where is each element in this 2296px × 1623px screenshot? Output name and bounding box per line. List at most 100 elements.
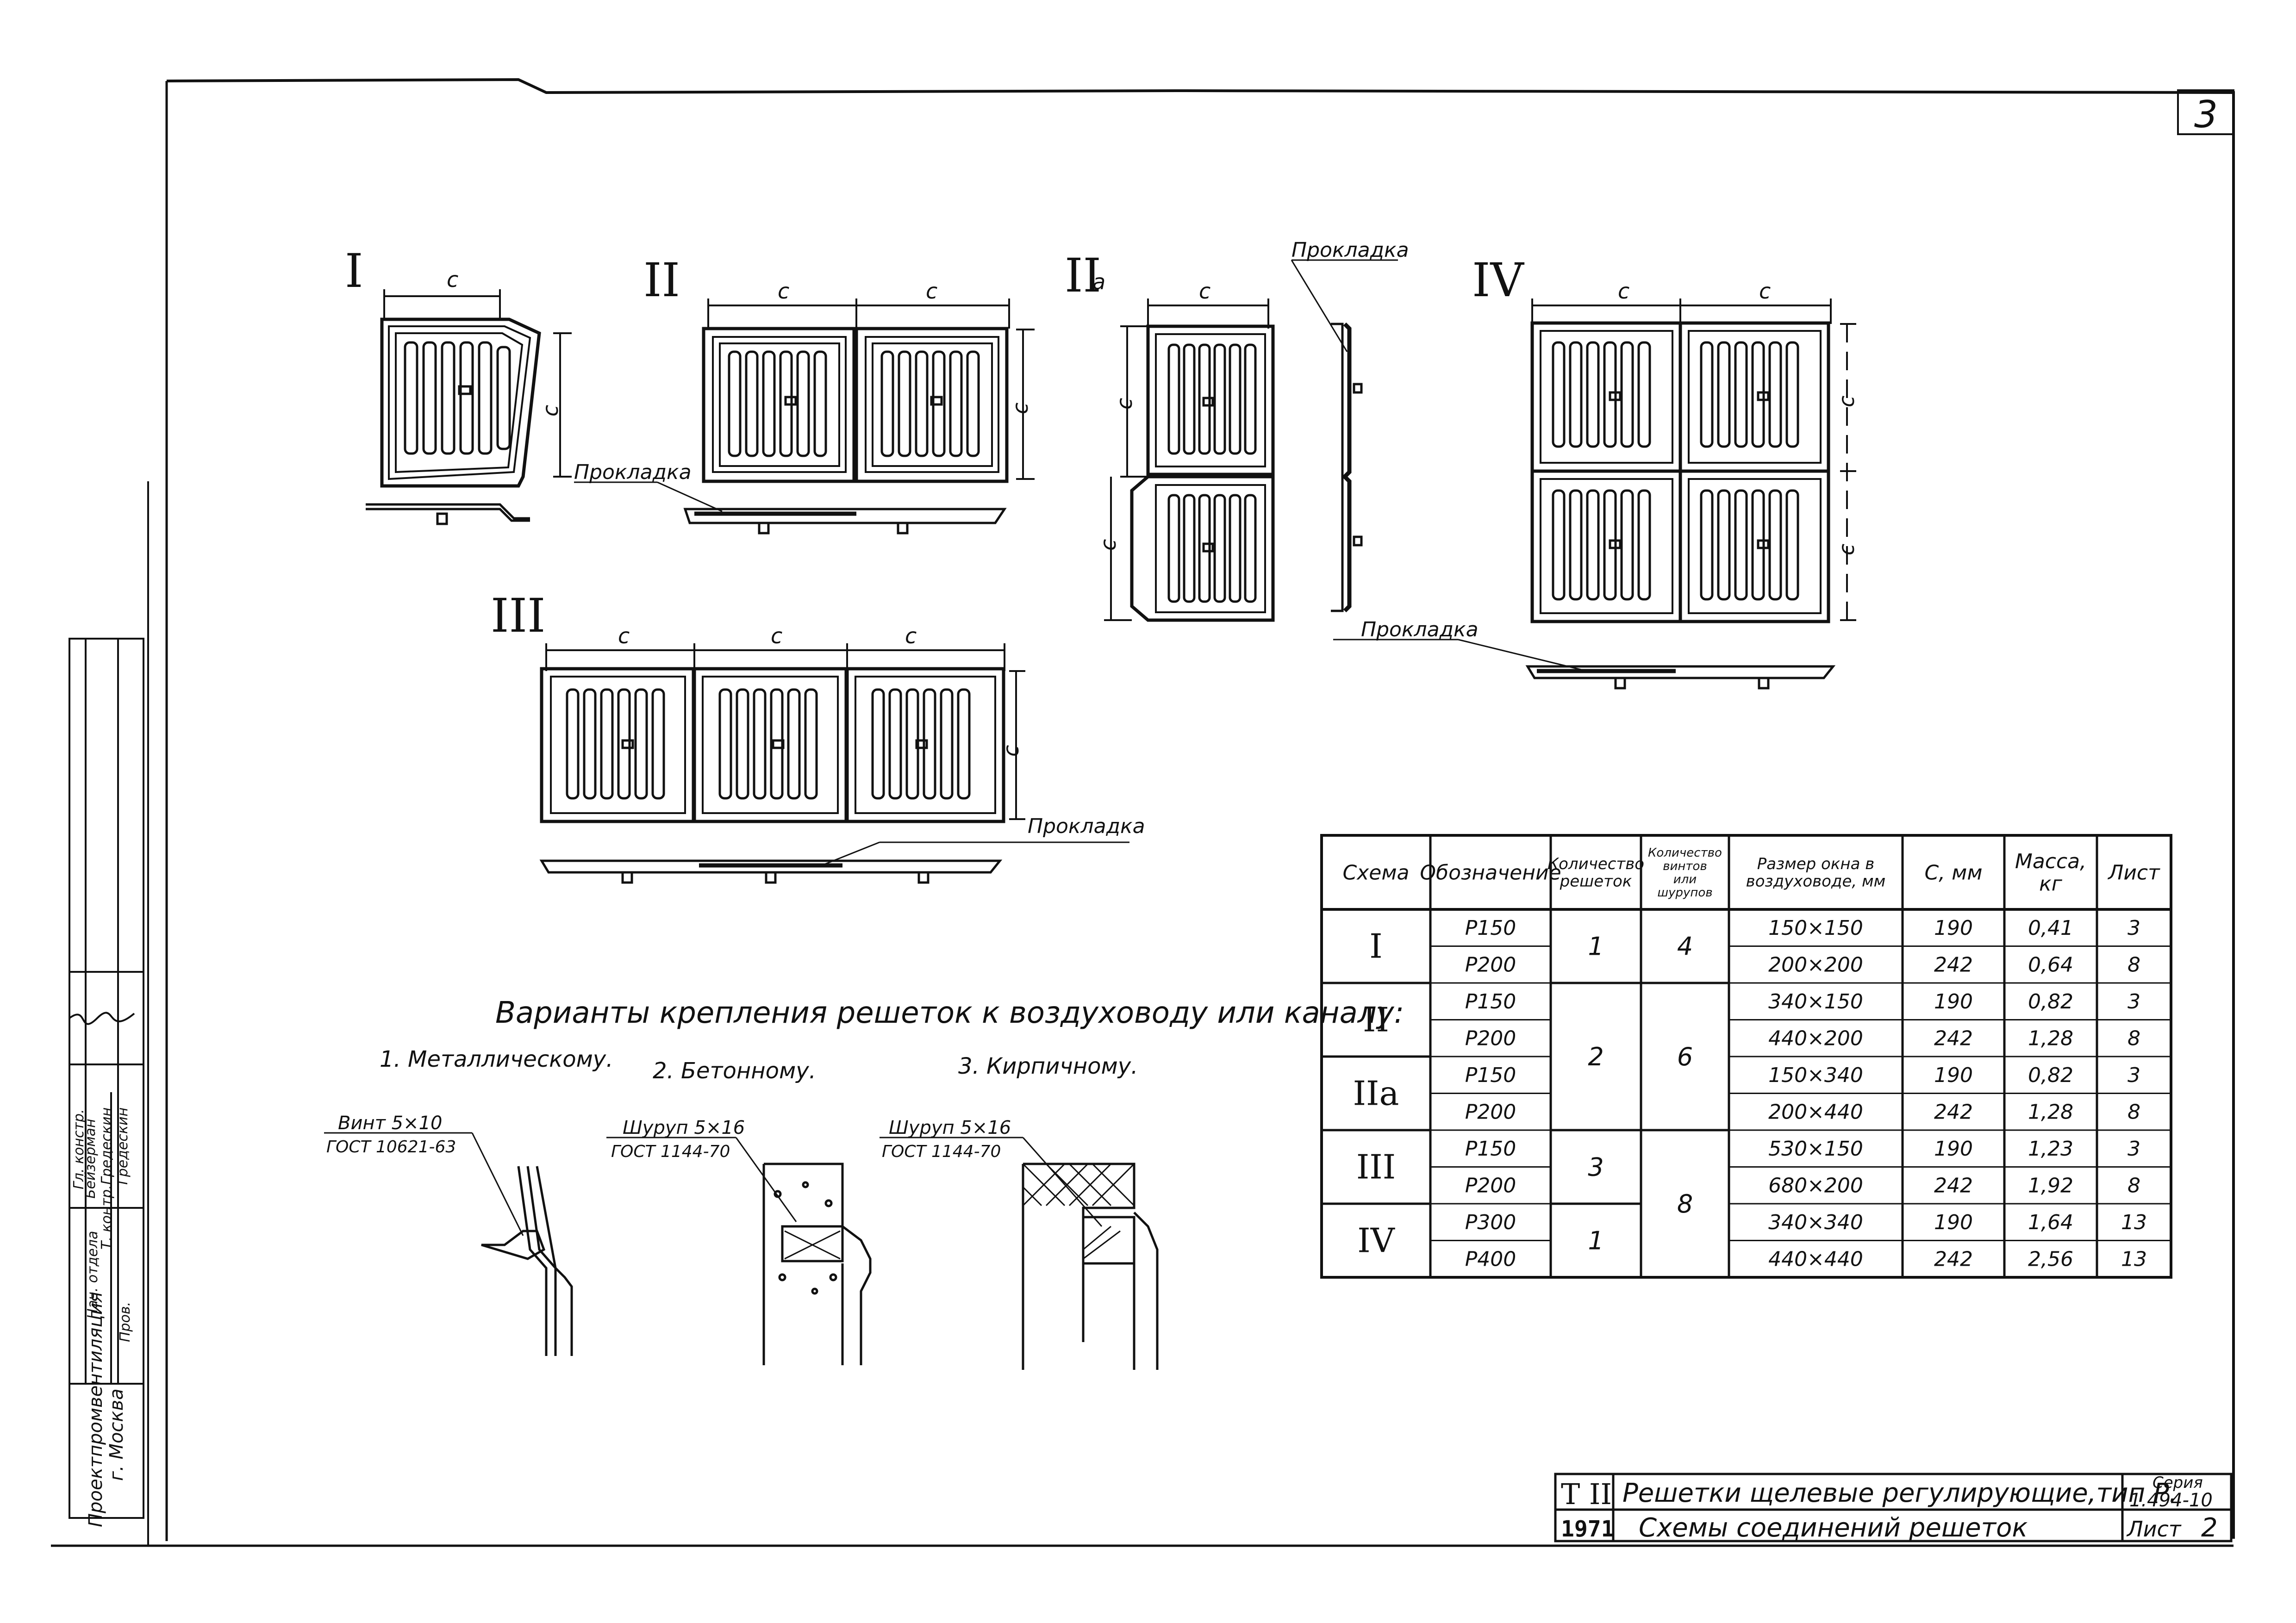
scheme-i: I c c	[345, 244, 572, 525]
table-cell-designation: Р150	[1465, 1137, 1516, 1161]
table-cell-mass: 0,82	[2028, 990, 2073, 1014]
scheme-i-dim-top: c	[447, 267, 458, 292]
table-cell-window: 340×150	[1768, 990, 1863, 1014]
scheme-ii-label: II	[643, 253, 680, 307]
scheme-iia-dim-upper: c	[1112, 398, 1137, 410]
scheme-ii-dim-3: c	[1008, 403, 1033, 414]
scheme-ii: II c c c	[574, 253, 1035, 535]
table-cell-sheet: 3	[2128, 916, 2140, 940]
table-cell-sheet: 8	[2128, 1027, 2140, 1051]
table-cell-designation: Р300	[1465, 1211, 1516, 1234]
side-stamp-name-3: Гредескин	[115, 1107, 131, 1185]
table-cell-scheme: IV	[1357, 1221, 1395, 1260]
table-cell-sheet: 3	[2128, 990, 2140, 1014]
title-block-sheet: 2	[2201, 1513, 2218, 1543]
table-header-cell: Схема	[1343, 861, 1410, 884]
title-block-year: 1971	[1561, 1516, 1615, 1542]
title-block-code: Т II	[1561, 1477, 1612, 1511]
side-stamp-role-1: Гл. констр.	[71, 1109, 87, 1189]
scheme-iii-label: III	[491, 589, 546, 643]
table-cell-window: 200×440	[1768, 1101, 1863, 1124]
fastening-variant-3: 3. Кирпичному.	[958, 1053, 1138, 1079]
table-cell-sheet: 3	[2128, 1063, 2140, 1087]
scheme-iii: III c c c c	[491, 589, 1145, 884]
table-cell-sheet: 8	[2128, 953, 2140, 977]
table-cell-designation: Р200	[1465, 1027, 1516, 1051]
side-stamp-org: Проектпромвентиляция	[85, 1292, 106, 1527]
table-cell-designation: Р200	[1465, 1101, 1516, 1124]
gasket-label-iv: Прокладка	[1361, 618, 1479, 641]
table-cell-mass: 2,56	[2028, 1248, 2073, 1271]
table-cell-designation: Р150	[1465, 1063, 1516, 1087]
scheme-iia-section	[1331, 322, 1363, 613]
table-cell-mass: 1,28	[2028, 1027, 2073, 1051]
table-cell-window: 150×340	[1768, 1063, 1863, 1087]
table-cell-sheet: 13	[2121, 1211, 2147, 1234]
side-stamp-name-1: Бейзерман	[82, 1119, 99, 1199]
table-header-cell: С, мм	[1924, 861, 1982, 884]
table-cell-qty: 1	[1588, 1226, 1603, 1255]
table-cell-designation: Р400	[1465, 1248, 1516, 1271]
metal-joint-detail	[471, 1132, 573, 1356]
scheme-iv-dim-4: c	[1834, 544, 1859, 555]
table-header-cell: Обозначение	[1420, 861, 1561, 884]
scheme-iv-section	[1525, 665, 1836, 690]
table-cell-designation: Р200	[1465, 1174, 1516, 1198]
scheme-ii-dim-2: c	[926, 279, 937, 304]
sheet-frame	[51, 78, 2235, 1547]
table-cell-qty: 2	[1588, 1042, 1603, 1071]
screw-2-std: ГОСТ 1144-70	[611, 1142, 730, 1161]
screw-1-std: ГОСТ 10621-63	[326, 1138, 456, 1157]
screw-1-label: Винт 5×10	[338, 1113, 442, 1134]
table-cell-qty: 1	[1588, 932, 1603, 961]
brick-joint-detail	[1022, 1137, 1159, 1370]
concrete-joint-detail	[735, 1137, 872, 1365]
table-cell-window: 340×340	[1768, 1211, 1863, 1234]
side-stamp-role-2: Нач. отдела	[85, 1231, 101, 1319]
fastening-variant-2: 2. Бетонному.	[653, 1058, 816, 1084]
screw-2-label: Шуруп 5×16	[623, 1117, 745, 1138]
table-cell-c: 190	[1934, 1211, 1973, 1234]
screw-3-label: Шуруп 5×16	[889, 1117, 1011, 1138]
table-cell-mass: 1,64	[2028, 1211, 2073, 1234]
table-cell-designation: Р150	[1465, 990, 1516, 1014]
gasket-label-iia: Прокладка	[1292, 238, 1409, 262]
table-cell-sheet: 8	[2128, 1101, 2140, 1124]
table-cell-mass: 1,92	[2028, 1174, 2073, 1198]
table-cell-mass: 1,23	[2028, 1137, 2073, 1161]
scheme-ii-slots	[728, 350, 980, 457]
table-cell-c: 190	[1934, 916, 1973, 940]
gasket-label-ii: Прокладка	[574, 460, 692, 484]
fastening-title: Варианты крепления решеток к воздуховоду…	[495, 996, 1404, 1030]
table-cell-qty: 3	[1588, 1152, 1603, 1181]
scheme-ii-dim-1: c	[778, 279, 789, 304]
table-cell-designation: Р200	[1465, 953, 1516, 977]
table-cell-c: 242	[1934, 1174, 1973, 1198]
side-stamp-text: Проектпромвентиляция г. Москва Гл. конст…	[69, 1012, 135, 1527]
table-cell-c: 242	[1934, 1027, 1973, 1051]
sheet-number: 3	[2194, 93, 2218, 136]
table-cell-c: 190	[1934, 1063, 1973, 1087]
scheme-iia-dim-lower: c	[1096, 539, 1121, 551]
table-cell-window: 680×200	[1768, 1174, 1863, 1198]
scheme-iia-dim-top: c	[1199, 279, 1210, 304]
table-cell-scheme: II	[1363, 1001, 1389, 1039]
side-stamp-name-2: Гредескин	[99, 1107, 115, 1185]
table-cell-window: 440×200	[1768, 1027, 1863, 1051]
scheme-iia-label: II	[1065, 249, 1101, 303]
table-cell-sheet: 3	[2128, 1137, 2140, 1161]
scheme-iv-dim-2: c	[1759, 279, 1771, 304]
side-stamp-role-4: Пров.	[117, 1302, 133, 1342]
title-block-title: Решетки щелевые регулирующие,тип Р.	[1622, 1478, 2177, 1508]
scheme-i-slots	[404, 341, 511, 455]
table-cell-mass: 0,82	[2028, 1063, 2073, 1087]
table-cell-c: 242	[1934, 1248, 1973, 1271]
table-cell-window: 150×150	[1768, 916, 1863, 940]
title-block	[1554, 1473, 2233, 1542]
fastening-variant-1: 1. Металлическому.	[380, 1046, 613, 1072]
side-stamp-city: г. Москва	[106, 1388, 127, 1481]
